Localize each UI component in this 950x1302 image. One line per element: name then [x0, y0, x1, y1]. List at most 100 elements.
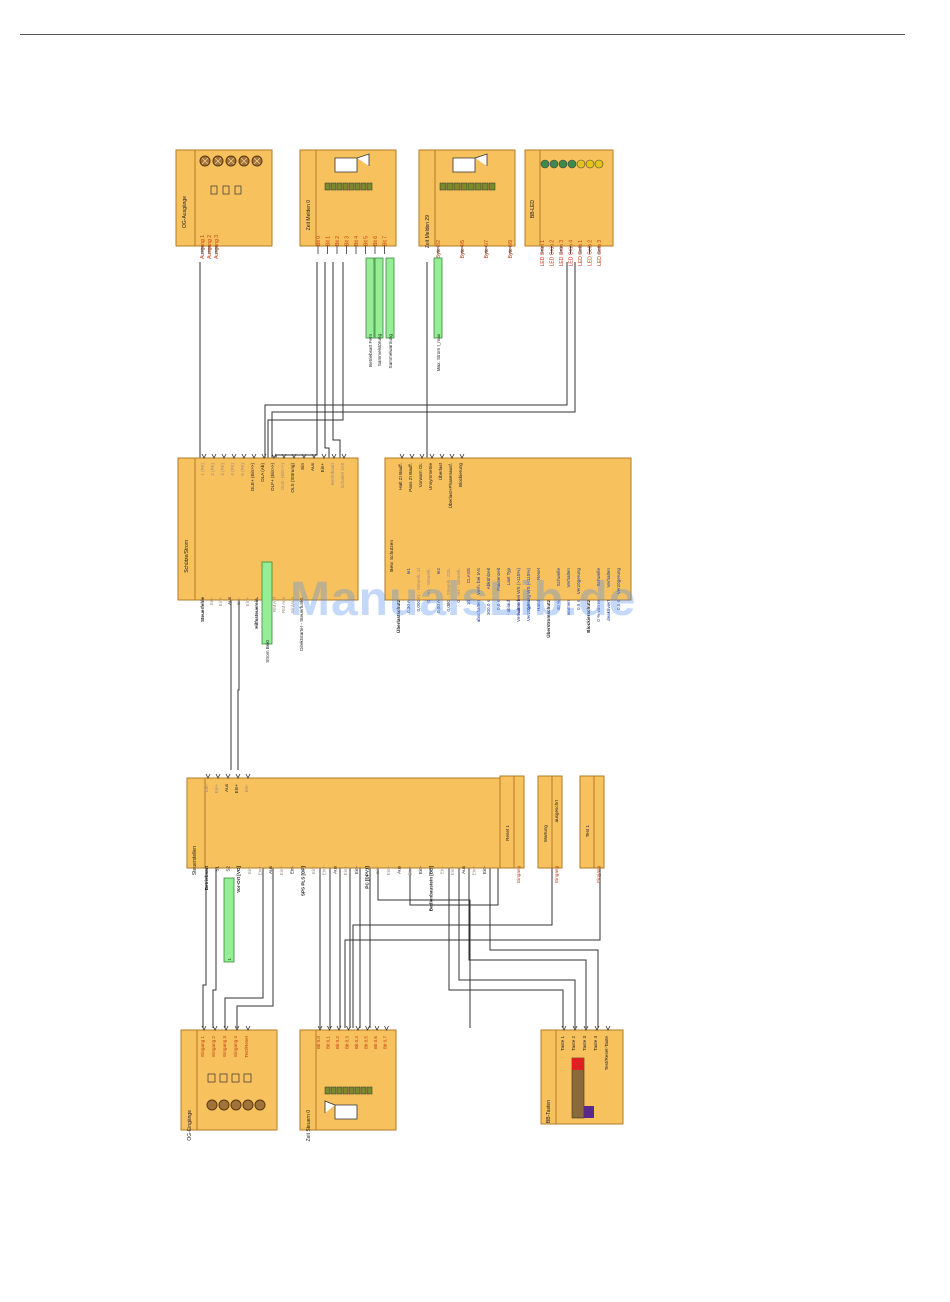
- port-connector: [336, 1025, 342, 1031]
- bit-cell: [366, 182, 373, 191]
- schuetze-output: 1 (FE): [200, 463, 205, 476]
- block-steuerstellen: [186, 777, 504, 869]
- ueberlast-value: warnen: [516, 600, 521, 616]
- port-connector: [374, 1025, 380, 1031]
- telegram-icon: [324, 1100, 358, 1120]
- port-connector: [205, 773, 211, 779]
- bit-cell: [474, 182, 482, 191]
- bit-cell: [354, 1086, 361, 1095]
- schuetze-output: OLE+ (Ein>>): [250, 463, 255, 492]
- port-connector: [235, 773, 241, 779]
- ueberlast-output: Halt ZI Bauff.: [398, 463, 403, 490]
- steuerstellen-input: Ein+: [472, 866, 477, 876]
- ueberlast-value: 0: [426, 600, 431, 603]
- signal-s1: [223, 877, 235, 963]
- ueberlast-param: Verzögerung: [576, 568, 581, 594]
- schuetze-input: Ein/Aus: [290, 596, 295, 613]
- ueberlast-value: 10: [466, 600, 471, 606]
- bit-cell: [354, 182, 361, 191]
- switch-icon: [219, 1073, 228, 1083]
- schuetze-input: Aus: [227, 596, 232, 605]
- schuetze-input: Steuerfehle: [200, 597, 205, 622]
- port-connector: [234, 1025, 240, 1031]
- zeit-melden-29-port: Byte 8/9: [508, 240, 514, 259]
- bit-cell: [336, 182, 343, 191]
- zeit-steuern-port: Bit 0.3: [345, 1036, 350, 1049]
- bit-cell: [348, 1086, 355, 1095]
- port-connector: [419, 453, 425, 459]
- bit-cell: [467, 182, 475, 191]
- og-ausgaenge-port: Ausgang 2: [207, 235, 213, 259]
- zeit-melden-0-port: Bit 1: [326, 236, 332, 246]
- block-port: Eingang: [596, 866, 601, 883]
- zeit-steuern-port: Bit 0.2: [335, 1036, 340, 1049]
- ueberlast-value: Blockierschutz: [586, 599, 591, 632]
- block-port: Eingang: [554, 866, 559, 883]
- signal-sammelwarnung-label: Sammelwarnung: [388, 334, 393, 369]
- schuetze-output: OLF+ (Ein>>): [270, 463, 275, 491]
- signal-sammelstoerung: [374, 257, 384, 339]
- block-extra: ausgeschrt: [554, 799, 559, 822]
- bb-led-port: LED Gelb 1: [578, 240, 584, 266]
- port-connector: [327, 1025, 332, 1031]
- ueberlast-param: Last Typ: [506, 568, 511, 586]
- ueberlast-value: 0,00 A: [436, 599, 441, 613]
- ueberlast-value: 40 %: [556, 600, 561, 610]
- bb-tasten-port: Taste 3: [582, 1036, 587, 1051]
- telegram-icon: [452, 153, 488, 173]
- ueberlast-value: 0,000: [446, 600, 451, 612]
- zeit-melden-29-port: Byte 4/5: [460, 240, 466, 259]
- port-connector: [321, 453, 327, 459]
- block-title: Reset 1: [505, 825, 510, 841]
- ueberlast-value: 0,30 A: [406, 599, 411, 613]
- ueberlast-value: - ablauf: [506, 599, 511, 615]
- lamp-cross: [214, 157, 222, 165]
- steuerstellen-input: Ein+: [450, 866, 455, 876]
- port-connector: [271, 453, 277, 459]
- bb-led-port: LED Grün 2: [550, 240, 556, 267]
- block-og-eingaenge: [180, 1029, 278, 1131]
- led-icon: [576, 159, 586, 169]
- bb-led-port: LED Grün 1: [540, 240, 546, 267]
- schuetze-output: 2 (FE): [210, 463, 215, 476]
- ueberlast-value: 0 % von Ie: [596, 600, 601, 622]
- steuerstellen-input: Vor-Ort [VO]: [236, 866, 241, 893]
- ueberlast-value: Überstromschutz: [545, 599, 551, 637]
- switch-icon: [243, 1073, 252, 1083]
- bit-cell: [324, 1086, 331, 1095]
- ueberlast-param: Verhalten: [606, 568, 611, 588]
- ueberlast-param: Verhalten bei WS (>115%): [516, 568, 521, 622]
- switch-icon: [207, 1073, 216, 1083]
- port-connector: [331, 453, 337, 459]
- schuetze-input: Hilfssteuerein.: [254, 597, 259, 629]
- zeit-melden-0-port: Bit 4: [354, 236, 360, 246]
- ueberlast-value: deaktiviert: [606, 599, 611, 621]
- og-eingaenge-port: Eingang 1: [200, 1036, 205, 1057]
- ueberlast-output: Blockierung: [458, 463, 463, 487]
- ueberlast-output: Überlast: [437, 462, 443, 480]
- ueberlast-param: Verh. bei tAS: [476, 568, 481, 595]
- ueberlast-param: Verhalten: [566, 568, 571, 588]
- ueberlast-param: Schwelle: [556, 568, 561, 587]
- steuerstellen-input: Ein-: [418, 866, 423, 875]
- signal-strom-bei0: [261, 561, 273, 645]
- port-connector: [365, 1025, 370, 1031]
- port-connector: [317, 1025, 323, 1031]
- ueberlast-value: 0,5 s: [576, 599, 581, 610]
- port-connector: [341, 453, 347, 459]
- bit-cell: [330, 182, 337, 191]
- steuerstellen-input: Betriebsart: [204, 866, 209, 891]
- og-eingaenge-port: Eingang 4: [233, 1036, 238, 1057]
- block-title: Steuerstellen: [192, 846, 198, 875]
- steuerstellen-input: Ein+: [322, 866, 327, 876]
- input-lamp-icon: [254, 1099, 266, 1111]
- block-title: BB-LED: [530, 200, 536, 218]
- steuerstellen-input: Ein-: [439, 866, 444, 875]
- port-connector: [384, 1025, 389, 1031]
- ueberlast-value: 0,0 s: [496, 599, 501, 610]
- steuerstellen-input: PC [DPV1]: [365, 866, 370, 889]
- relay-coil-icon: [210, 185, 218, 195]
- bit-cell: [360, 182, 367, 191]
- signal-betriebsart-fern: [365, 257, 375, 339]
